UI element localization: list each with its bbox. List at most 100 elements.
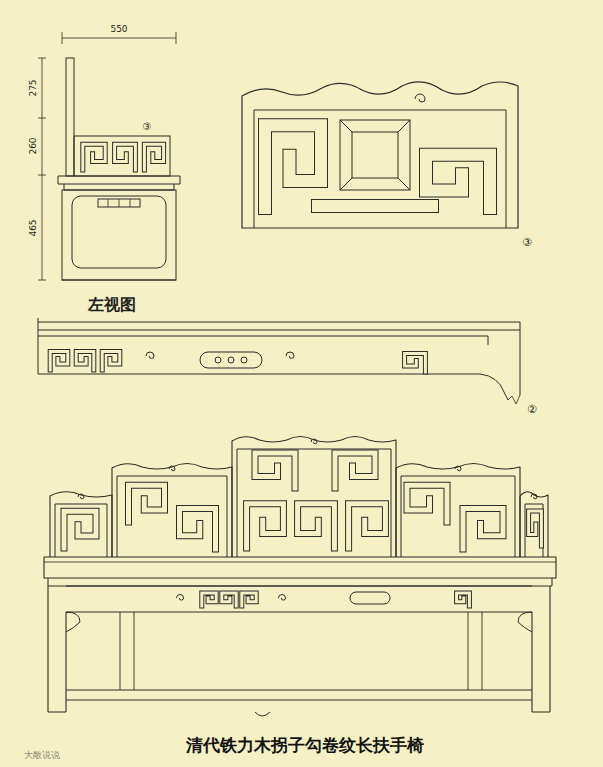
back-panel-frame <box>401 476 515 557</box>
fret-band <box>144 144 163 170</box>
fret-band <box>407 485 447 522</box>
back-panel-outline <box>50 492 112 557</box>
back-panel-frame <box>525 504 543 557</box>
fret-band-edge <box>64 511 96 548</box>
fret-band-edge <box>457 593 470 606</box>
fret-band <box>298 504 335 548</box>
waist <box>48 578 552 586</box>
fret-band-edge <box>144 144 163 170</box>
fret-band-edge <box>129 485 165 522</box>
break-line <box>508 395 520 404</box>
dimension-label: 275 <box>28 79 38 96</box>
seat-rail <box>58 176 180 184</box>
fret-band-edge <box>255 453 295 488</box>
dimension-line <box>38 58 46 280</box>
fret-band <box>50 352 68 370</box>
slot-dot <box>241 357 247 363</box>
slot-dot <box>228 357 234 363</box>
line-work <box>38 32 556 716</box>
fret-band-edge <box>349 504 386 548</box>
fret-band-edge <box>247 504 284 548</box>
fret-band <box>202 593 216 606</box>
back-panel-outline <box>232 437 396 558</box>
fret-band-edge <box>83 144 105 170</box>
fret-band-edge <box>405 354 426 372</box>
back-panel-detail <box>242 82 518 228</box>
apron-outline <box>38 345 508 400</box>
leg-opening <box>72 196 166 268</box>
fret-band-edge <box>426 155 490 208</box>
spandrel <box>66 612 532 632</box>
fret-band-edge <box>265 125 321 208</box>
fret-band-edge <box>318 199 432 213</box>
leg <box>48 586 550 712</box>
fret-band <box>180 509 216 549</box>
dimension-label: 465 <box>28 219 38 236</box>
fret-band-edge <box>529 511 542 546</box>
drawing-title: 清代铁力木拐子勾卷纹长扶手椅 <box>186 734 424 757</box>
scroll-curl <box>415 94 425 102</box>
fret-band <box>463 509 503 549</box>
fret-band <box>335 453 375 488</box>
apron <box>66 586 532 612</box>
dimension-label: 260 <box>28 137 38 154</box>
fret-band-edge <box>102 352 120 370</box>
apron-fret <box>108 199 130 207</box>
fret-band <box>115 144 136 170</box>
fret-band-edge <box>202 593 216 606</box>
scroll-curl <box>78 494 84 499</box>
fret-band <box>349 504 386 548</box>
fret-band-edge <box>335 453 375 488</box>
seat-rail <box>44 557 556 578</box>
back-panel-outline <box>520 492 548 557</box>
fret-band <box>405 354 426 372</box>
fret-band <box>76 352 94 370</box>
fret-band <box>457 593 470 606</box>
apron-fret <box>98 199 140 207</box>
view-label: 左视图 <box>88 296 136 314</box>
fret-band <box>247 504 284 548</box>
arm-panel <box>74 136 170 176</box>
callout-number: ② <box>527 404 537 417</box>
back-panel-frame <box>237 449 391 557</box>
fret-band-edge <box>242 593 256 606</box>
callout-number: ③ <box>143 121 152 133</box>
rear-leg <box>120 612 482 690</box>
fret-band-edge <box>50 352 68 370</box>
beveled-block <box>340 120 410 190</box>
back-panel-outline <box>396 464 520 558</box>
fret-band <box>265 125 321 208</box>
leg-frame <box>62 190 176 280</box>
fret-band <box>255 453 295 488</box>
fret-band <box>242 593 256 606</box>
seat-rail <box>44 562 556 563</box>
fret-band <box>83 144 105 170</box>
fret-band <box>318 200 432 212</box>
fret-band-edge <box>407 485 447 522</box>
scroll-curl <box>531 494 537 499</box>
scroll-curl <box>311 439 317 444</box>
fret-band-edge <box>76 352 94 370</box>
fret-band <box>529 511 542 546</box>
foot-line <box>62 279 176 280</box>
scroll-curl <box>169 466 175 471</box>
fret-band <box>129 485 165 522</box>
leg-line <box>488 322 520 395</box>
beveled-block <box>352 132 398 178</box>
fret-band-edge <box>180 509 216 549</box>
fret-band <box>64 511 96 548</box>
fret-band-edge <box>463 509 503 549</box>
seat-edge <box>38 318 520 345</box>
foot-knob <box>255 712 270 716</box>
fret-band <box>222 593 236 606</box>
fret-band-edge <box>222 593 236 606</box>
waist <box>64 184 174 190</box>
fret-band <box>102 352 120 370</box>
scroll-curl <box>455 466 461 471</box>
scroll-curl <box>279 595 286 601</box>
fret-band-edge <box>298 504 335 548</box>
bevel-line <box>340 120 410 190</box>
scroll-curl <box>146 352 154 358</box>
